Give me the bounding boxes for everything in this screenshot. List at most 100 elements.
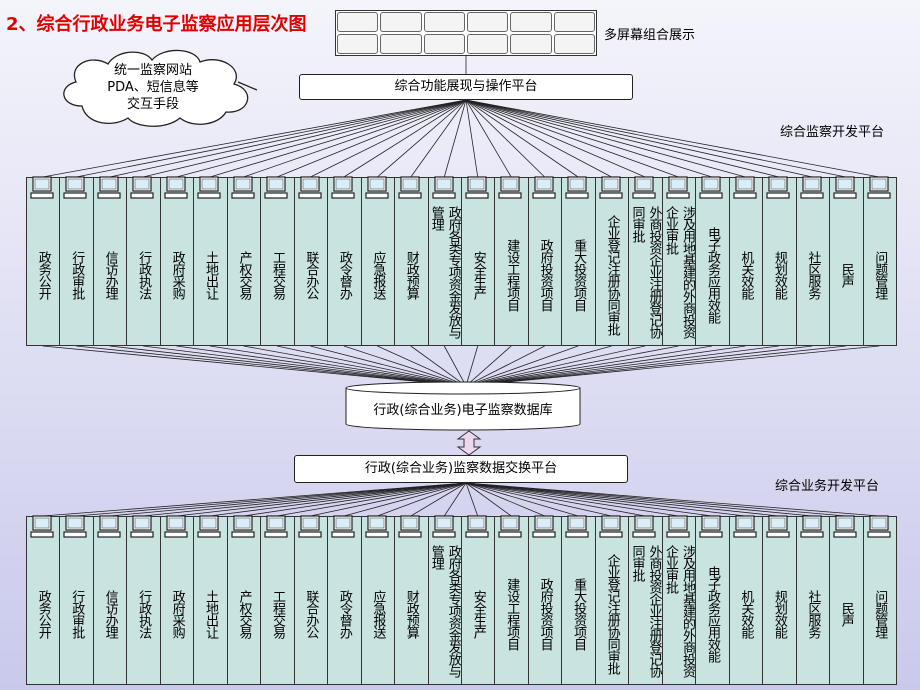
module-label: 行政审批 — [69, 250, 85, 299]
module-cell: 涉及用地基建的外商投资企业审批 — [661, 515, 697, 685]
module-cell: 机关效能 — [728, 515, 764, 685]
computer-icon — [130, 515, 154, 538]
module-label: 政府各类专项资金发放与管理 — [428, 545, 461, 677]
multi-screen-label: 多屏幕组合展示 — [604, 28, 696, 43]
computer-icon — [97, 176, 121, 199]
module-cell: 外商投资企业注册登记协同审批 — [628, 176, 663, 346]
module-cell: 电子政务应用效能 — [695, 176, 730, 346]
screen-tile — [423, 12, 465, 32]
module-label: 土地出让 — [203, 589, 219, 638]
screen-tile — [466, 12, 509, 32]
module-label: 重大投资项目 — [571, 577, 587, 650]
computer-icon — [866, 176, 891, 199]
computer-icon — [298, 176, 322, 199]
module-cell: 信访办理 — [92, 176, 128, 346]
database-cylinder — [345, 381, 581, 431]
module-label: 机关效能 — [738, 250, 754, 299]
computer-icon — [30, 176, 54, 199]
computer-icon — [833, 515, 857, 538]
screen-tile — [423, 34, 465, 54]
computer-icon — [498, 176, 523, 199]
module-cell: 政府投资项目 — [527, 515, 563, 685]
module-label: 联合办公 — [303, 250, 319, 299]
computer-icon — [97, 515, 121, 538]
module-label: 企业登记注册协同审批 — [604, 553, 620, 674]
computer-icon — [264, 176, 288, 199]
module-label: 安全生产 — [470, 250, 486, 299]
computer-icon — [866, 515, 891, 538]
computer-icon — [800, 515, 824, 538]
multi-screen-display — [335, 10, 597, 56]
module-cell: 政府投资项目 — [527, 176, 563, 346]
screen-tile — [510, 12, 552, 32]
module-label: 重大投资项目 — [571, 238, 587, 311]
screen-tile — [510, 34, 552, 54]
module-cell: 应急报送 — [360, 176, 396, 346]
module-cell: 政令督办 — [327, 515, 362, 685]
module-label: 产权交易 — [236, 589, 252, 638]
computer-icon — [666, 176, 690, 199]
computer-icon — [164, 176, 188, 199]
module-label: 财政预算 — [403, 250, 419, 299]
computer-icon — [431, 176, 456, 199]
module-label: 问题管理 — [872, 250, 888, 299]
module-cell: 安全生产 — [461, 515, 496, 685]
module-label: 产权交易 — [236, 250, 252, 299]
computer-icon — [398, 176, 422, 199]
module-cell: 企业登记注册协同审批 — [594, 515, 630, 685]
module-label: 工程交易 — [269, 589, 285, 638]
computer-icon — [699, 515, 723, 538]
module-cell: 产权交易 — [226, 176, 262, 346]
module-label: 政务公开 — [35, 250, 51, 299]
module-cell: 联合办公 — [293, 515, 329, 685]
module-cell: 政令督办 — [327, 176, 362, 346]
computer-icon — [164, 515, 188, 538]
module-cell: 政府采购 — [159, 176, 195, 346]
screen-tile — [337, 12, 379, 32]
module-cell: 民声 — [829, 176, 864, 346]
computer-icon — [766, 176, 790, 199]
computer-icon — [431, 515, 456, 538]
module-cell: 规划效能 — [762, 176, 797, 346]
bottom-dev-platform-label: 综合业务开发平台 — [775, 479, 880, 494]
computer-icon — [565, 176, 589, 199]
module-cell: 重大投资项目 — [561, 176, 596, 346]
computer-icon — [699, 176, 723, 199]
module-cell: 问题管理 — [862, 176, 897, 346]
computer-icon — [666, 515, 690, 538]
top-platform-box: 综合功能展现与操作平台 — [299, 74, 633, 100]
module-cell: 政府各类专项资金发放与管理 — [427, 176, 462, 346]
module-label: 民声 — [838, 601, 854, 626]
module-label: 问题管理 — [872, 589, 888, 638]
module-label: 涉及用地基建的外商投资企业审批 — [662, 545, 695, 677]
computer-icon — [632, 176, 656, 199]
module-cell: 行政审批 — [59, 515, 94, 685]
module-cell: 外商投资企业注册登记协同审批 — [628, 515, 663, 685]
module-label: 涉及用地基建的外商投资企业审批 — [662, 206, 695, 338]
computer-icon — [298, 515, 322, 538]
module-label: 安全生产 — [470, 589, 486, 638]
computer-icon — [331, 176, 355, 199]
module-cell: 土地出让 — [193, 515, 228, 685]
screen-tile — [553, 34, 595, 54]
module-label: 社区服务 — [805, 589, 821, 638]
computer-icon — [565, 515, 589, 538]
computer-icon — [264, 515, 288, 538]
module-label: 工程交易 — [269, 250, 285, 299]
module-cell: 重大投资项目 — [561, 515, 596, 685]
computer-icon — [599, 176, 623, 199]
module-label: 财政预算 — [403, 589, 419, 638]
module-label: 电子政务应用效能 — [704, 565, 720, 662]
computer-icon — [733, 515, 757, 538]
module-label: 建设工程项目 — [504, 577, 520, 650]
module-cell: 涉及用地基建的外商投资企业审批 — [661, 176, 697, 346]
module-label: 信访办理 — [102, 250, 118, 299]
computer-icon — [498, 515, 523, 538]
module-label: 政府采购 — [169, 250, 185, 299]
module-label: 应急报送 — [370, 250, 386, 299]
module-cell: 建设工程项目 — [494, 176, 529, 346]
module-cell: 电子政务应用效能 — [695, 515, 730, 685]
module-label: 行政执法 — [136, 589, 152, 638]
database-label: 行政(综合业务)电子监察数据库 — [373, 403, 553, 418]
